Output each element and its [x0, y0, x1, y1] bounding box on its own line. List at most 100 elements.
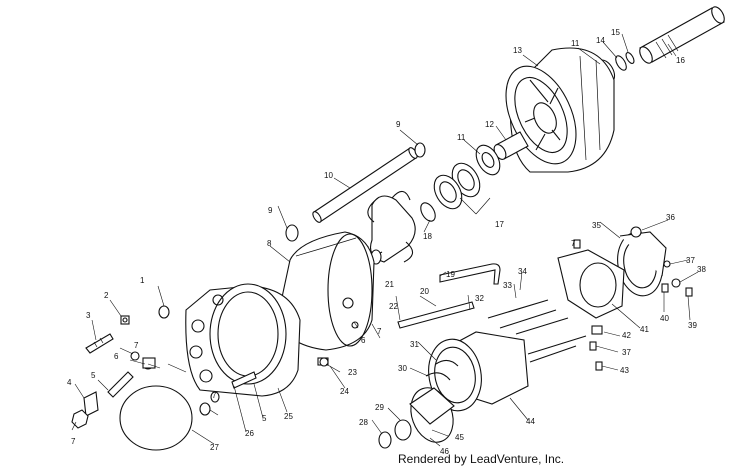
render-credit: Rendered by LeadVenture, Inc. — [398, 452, 565, 466]
clamp-31 — [435, 359, 459, 367]
label-part-16: 16 — [676, 56, 685, 65]
label-part-9: 9 — [268, 206, 273, 215]
label-part-7: 7 — [377, 327, 382, 336]
fitting-2 — [120, 315, 130, 325]
fitting-3 — [85, 333, 114, 354]
screw-43 — [595, 361, 603, 371]
label-part-25: 25 — [284, 412, 293, 421]
label-part-15: 15 — [611, 28, 620, 37]
ring-28 — [378, 431, 392, 449]
label-part-6: 6 — [114, 352, 119, 361]
label-part-28: 28 — [359, 418, 368, 427]
label-part-11: 11 — [571, 39, 580, 48]
label-part-7: 7 — [71, 437, 76, 446]
washer-38 — [671, 278, 681, 288]
impeller — [366, 190, 436, 265]
label-part-18: 18 — [423, 232, 432, 241]
o-ring-1 — [158, 305, 170, 319]
label-part-23: 23 — [348, 368, 357, 377]
label-part-10: 10 — [324, 171, 333, 180]
bearings — [433, 144, 501, 210]
steering-nozzle — [617, 231, 667, 297]
label-part-26: 26 — [245, 429, 254, 438]
label-part-32: 32 — [475, 294, 484, 303]
label-part-7: 7 — [134, 341, 139, 350]
label-part-14: 14 — [596, 36, 605, 45]
intake-housing — [185, 283, 301, 397]
washer-7e — [199, 402, 211, 416]
label-part-12: 12 — [485, 120, 494, 129]
label-part-34: 34 — [518, 267, 527, 276]
label-part-5: 5 — [262, 414, 267, 423]
flush-tube — [397, 301, 475, 329]
washer-upper — [342, 297, 354, 309]
label-part-20: 20 — [420, 287, 429, 296]
label-part-41: 41 — [640, 325, 649, 334]
label-part-7: 7 — [571, 239, 576, 248]
stud — [231, 371, 257, 389]
nut-7a — [71, 409, 89, 429]
tube — [439, 263, 501, 285]
label-part-21: 21 — [385, 280, 394, 289]
label-part-27: 27 — [210, 443, 219, 452]
nozzle-cone — [409, 387, 455, 443]
label-part-44: 44 — [526, 417, 535, 426]
label-part-6: 6 — [361, 336, 366, 345]
label-part-24: 24 — [340, 387, 349, 396]
label-part-31: 31 — [410, 340, 419, 349]
label-part-1: 1 — [140, 276, 145, 285]
washer-lower — [351, 321, 359, 329]
screw-37b — [589, 341, 597, 351]
washer-6b — [210, 391, 220, 403]
drive-shaft — [639, 6, 725, 64]
label-part-38: 38 — [697, 265, 706, 274]
label-part-11: 11 — [457, 133, 466, 142]
label-part-3: 3 — [86, 311, 91, 320]
label-part-29: 29 — [375, 403, 384, 412]
label-part-46: 46 — [440, 447, 449, 456]
nozzle-housing — [428, 331, 529, 412]
label-part-19: 19 — [446, 270, 455, 279]
label-part-35: 35 — [592, 221, 601, 230]
screw-39 — [685, 287, 693, 297]
label-part-42: 42 — [622, 331, 631, 340]
screw-7d — [573, 239, 581, 249]
seal-rings — [615, 52, 635, 71]
clip-4 — [83, 391, 99, 417]
label-part-13: 13 — [513, 46, 522, 55]
label-part-39: 39 — [688, 321, 697, 330]
label-part-5: 5 — [91, 371, 96, 380]
fitting-7c — [142, 357, 156, 369]
bushing-37 — [663, 260, 671, 268]
part-labels: 1 2 3 4 5 5 6 6 7 7 7 7 7 8 9 9 10 11 11… — [67, 28, 706, 456]
label-part-36: 36 — [666, 213, 675, 222]
label-part-9: 9 — [396, 120, 401, 129]
label-part-8: 8 — [267, 239, 272, 248]
washer-7b — [130, 351, 140, 361]
label-part-17: 17 — [495, 220, 504, 229]
o-ring-upper — [414, 142, 426, 158]
ring-29 — [394, 419, 412, 441]
impeller-shaft — [312, 147, 418, 223]
reverse-gate — [557, 249, 625, 319]
leader-lines — [71, 33, 699, 447]
fitting-5 — [107, 371, 134, 398]
label-part-37: 37 — [622, 348, 631, 357]
bushing-36 — [630, 226, 642, 238]
wear-ring — [277, 231, 375, 351]
bolt-42 — [591, 325, 603, 335]
label-part-40: 40 — [660, 314, 669, 323]
clamp-30 — [425, 372, 451, 381]
label-part-4: 4 — [67, 378, 72, 387]
label-part-33: 33 — [503, 281, 512, 290]
label-part-22: 22 — [389, 302, 398, 311]
label-part-2: 2 — [104, 291, 109, 300]
label-part-43: 43 — [620, 366, 629, 375]
label-part-45: 45 — [455, 433, 464, 442]
screw-40 — [661, 283, 669, 293]
label-part-30: 30 — [398, 364, 407, 373]
hose-27 — [119, 385, 193, 451]
bolts — [487, 299, 587, 363]
label-part-37: 37 — [686, 256, 695, 265]
